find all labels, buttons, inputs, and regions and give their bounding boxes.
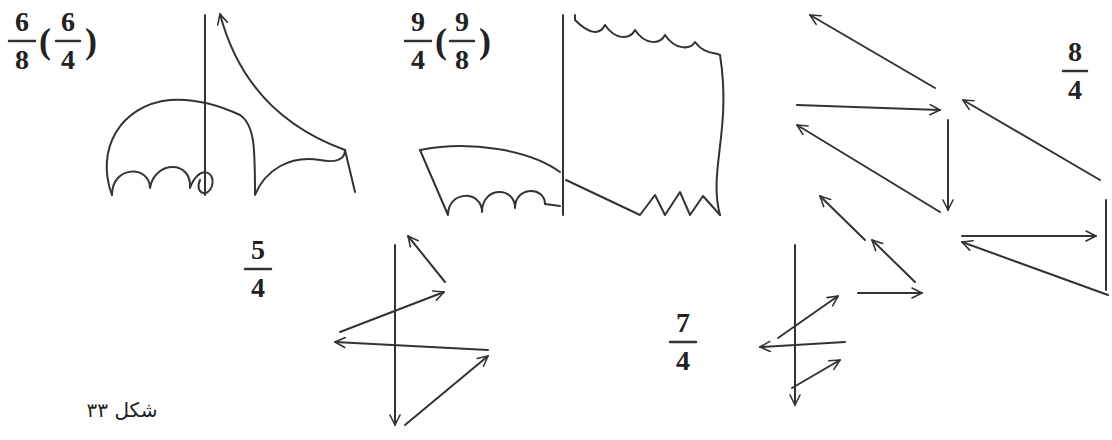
figure-caption: شکل ۳۳ bbox=[87, 400, 158, 420]
time-signature: 9 bbox=[455, 8, 469, 36]
time-signature: ) bbox=[479, 23, 491, 59]
time-signature: ( bbox=[435, 23, 447, 59]
time-signature: 4 bbox=[61, 46, 75, 74]
time-signature: 8 bbox=[15, 46, 29, 74]
time-signature: 7 bbox=[676, 309, 690, 337]
pattern-six-eight bbox=[107, 14, 355, 195]
time-signature: ) bbox=[85, 23, 97, 59]
fraction-bars bbox=[9, 41, 1087, 342]
time-signature: 5 bbox=[251, 236, 265, 264]
time-signature: 6 bbox=[61, 8, 75, 36]
time-signature: 8 bbox=[455, 46, 469, 74]
time-signature: 6 bbox=[15, 8, 29, 36]
time-signature: ( bbox=[39, 23, 51, 59]
time-signature: 9 bbox=[411, 8, 425, 36]
time-signature: 4 bbox=[411, 46, 425, 74]
pattern-five-four bbox=[335, 236, 488, 425]
pattern-eight-four bbox=[797, 15, 1108, 295]
pattern-seven-four bbox=[760, 196, 922, 405]
time-signature: 4 bbox=[251, 274, 265, 302]
time-signature: 8 bbox=[1068, 38, 1082, 66]
time-signature: 4 bbox=[1068, 76, 1082, 104]
time-signature: 4 bbox=[676, 347, 690, 375]
pattern-nine-four bbox=[420, 15, 723, 215]
